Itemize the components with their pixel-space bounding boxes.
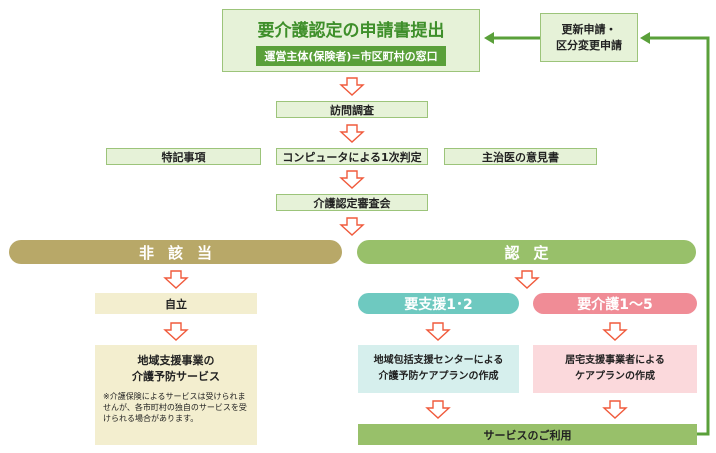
arrow-down-icon	[515, 270, 539, 289]
renewal-box: 更新申請・ 区分変更申請	[540, 13, 638, 62]
arrow-down-icon	[164, 270, 188, 289]
arrow-left-icon	[640, 32, 650, 44]
doctor-opinion-box: 主治医の意見書	[444, 148, 597, 165]
service-box: サービスのご利用	[358, 424, 697, 445]
arrow-down-icon	[603, 400, 627, 419]
renewal-line2: 区分変更申請	[556, 38, 622, 52]
arrow-left-icon	[484, 32, 494, 44]
feedback-line	[650, 36, 710, 436]
arrow-down-icon	[340, 124, 364, 143]
kyotaku-box: 居宅支援事業者による ケアプランの作成	[533, 345, 697, 393]
arrow-down-icon	[340, 170, 364, 189]
arrow-down-icon	[603, 322, 627, 341]
houkatsu-box: 地域包括支援センターによる 介護予防ケアプランの作成	[358, 345, 519, 393]
arrow-down-icon	[340, 217, 364, 236]
kyotaku-line1: 居宅支援事業者による	[565, 355, 665, 366]
arrow-down-icon	[426, 322, 450, 341]
chiiki-box: 地域支援事業の 介護予防サービス ※介護保険によるサービスは受けられませんが、各…	[95, 345, 257, 445]
houkatsu-line1: 地域包括支援センターによる	[373, 355, 504, 366]
chiiki-line1: 地域支援事業の	[137, 354, 215, 367]
application-subtitle: 運営主体(保険者)=市区町村の窓口	[256, 45, 446, 66]
arrow-down-icon	[340, 77, 364, 96]
arrow-down-icon	[426, 400, 450, 419]
youkaigo-pill: 要介護1～5	[533, 293, 697, 314]
renewal-line1: 更新申請・	[561, 22, 617, 36]
special-notes-box: 特記事項	[106, 148, 261, 165]
chiiki-line2: 介護予防サービス	[132, 370, 220, 383]
arrow-down-icon	[164, 322, 188, 341]
nintei-pill: 認定	[357, 240, 696, 264]
survey-box: 訪問調査	[276, 101, 428, 118]
jiritsu-box: 自立	[95, 293, 257, 314]
committee-box: 介護認定審査会	[276, 194, 428, 211]
houkatsu-line2: 介護予防ケアプランの作成	[378, 371, 499, 382]
computer-judgment-box: コンピュータによる1次判定	[276, 148, 428, 165]
application-box: 要介護認定の申請書提出 運営主体(保険者)=市区町村の窓口	[222, 9, 480, 72]
application-title: 要介護認定の申請書提出	[257, 20, 445, 41]
youshien-pill: 要支援1･2	[358, 293, 519, 314]
kyotaku-line2: ケアプランの作成	[575, 371, 655, 382]
chiiki-note: ※介護保険によるサービスは受けられませんが、各市町村の独自のサービスを受けられる…	[103, 392, 247, 423]
hi-gaitou-pill: 非該当	[9, 240, 342, 264]
